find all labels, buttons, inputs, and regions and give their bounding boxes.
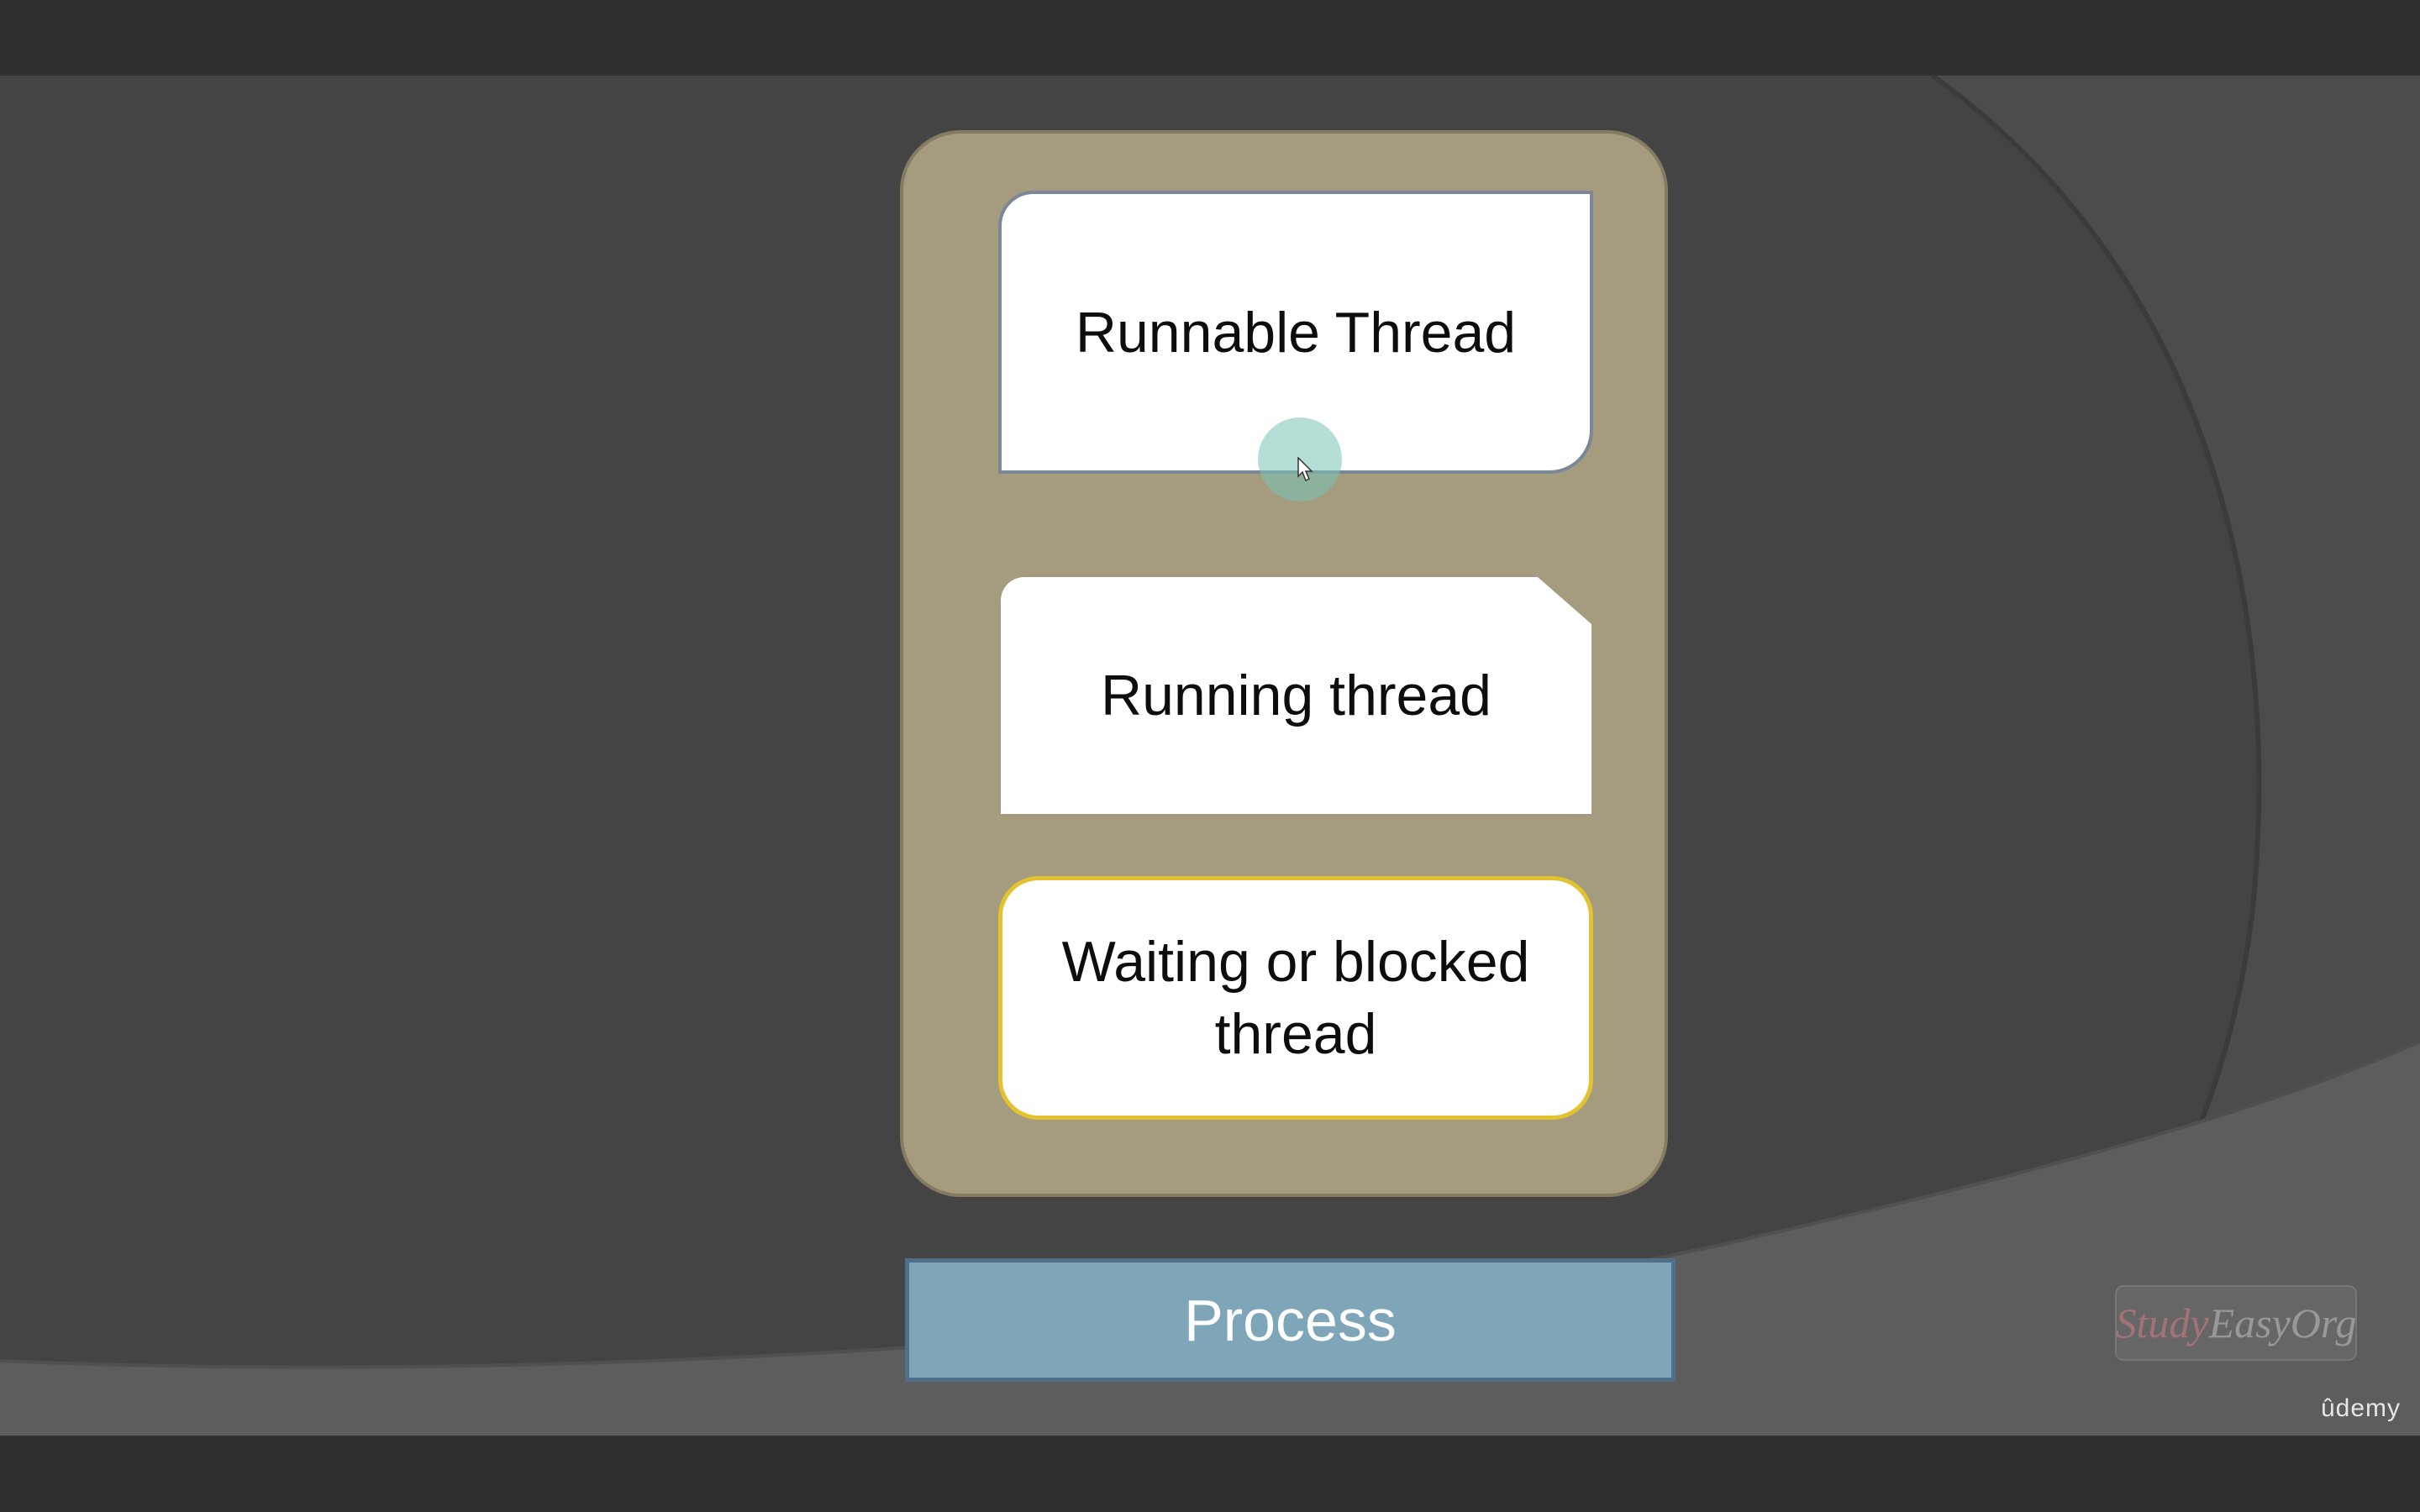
running-thread-label: Running thread xyxy=(1100,664,1491,727)
watermark-part1: Study xyxy=(2115,1299,2209,1347)
letterbox-bottom xyxy=(0,1436,2420,1512)
process-label: Process xyxy=(1184,1287,1397,1353)
running-thread-box: Running thread xyxy=(1001,577,1591,814)
runnable-thread-label: Runnable Thread xyxy=(1075,300,1517,365)
udemy-logo: ûdemy xyxy=(2321,1394,2402,1422)
waiting-thread-box: Waiting or blocked thread xyxy=(998,876,1593,1120)
mouse-pointer-icon xyxy=(1297,457,1313,482)
slide: Runnable Thread Running thread Waiting o… xyxy=(0,76,2420,1436)
letterbox-top xyxy=(0,0,2420,76)
waiting-thread-label: Waiting or blocked thread xyxy=(1061,930,1530,1066)
watermark-part2: EasyOrg xyxy=(2208,1299,2357,1347)
process-box: Process xyxy=(905,1258,1676,1382)
